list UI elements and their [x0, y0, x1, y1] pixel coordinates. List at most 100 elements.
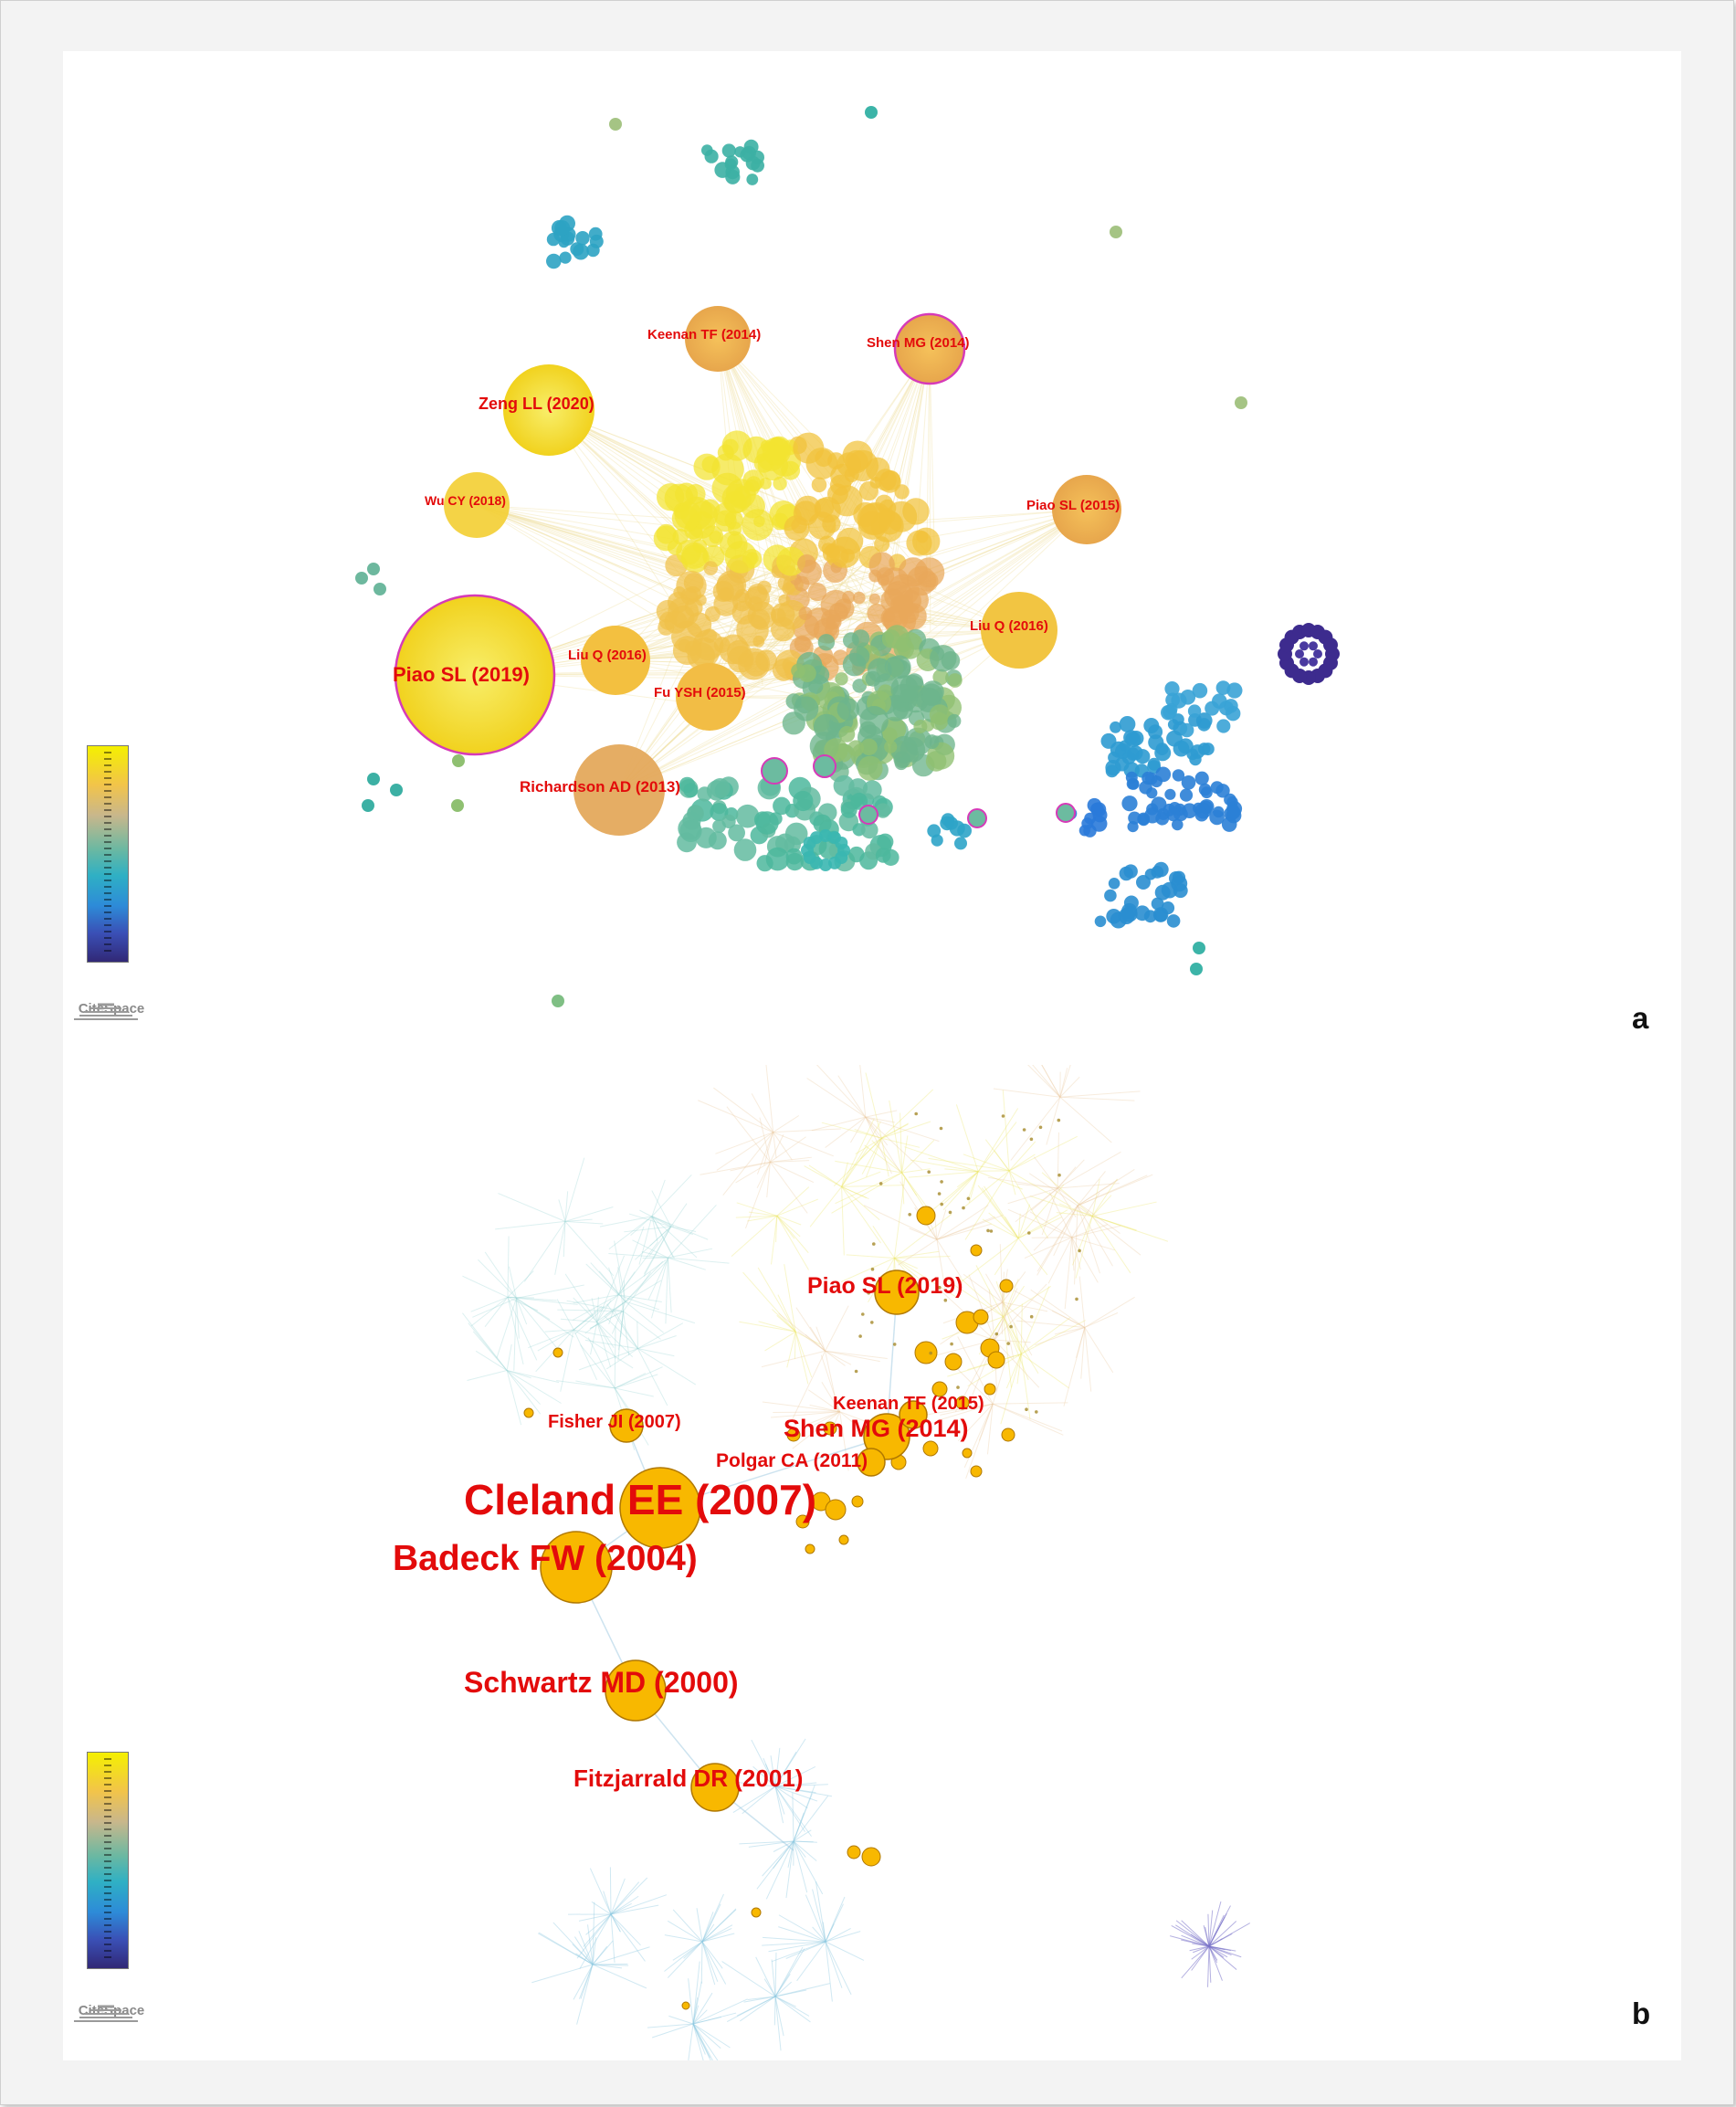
- node-polgar-ca-2011[interactable]: [857, 1448, 886, 1477]
- edge: [825, 1350, 888, 1359]
- edge: [608, 1216, 653, 1250]
- cluster-node: [927, 824, 942, 838]
- edge: [808, 1164, 842, 1187]
- edge: [992, 1361, 1006, 1405]
- node-liu-q-2016-right[interactable]: [981, 592, 1057, 669]
- cluster-node: [747, 596, 763, 612]
- node-fu-ysh-2015[interactable]: [676, 663, 743, 731]
- small-node: [805, 1543, 815, 1554]
- cluster-node: [722, 438, 739, 455]
- node-fisher-ji-2007[interactable]: [609, 1408, 644, 1443]
- edge: [993, 1088, 1060, 1098]
- edge: [1048, 1192, 1073, 1238]
- tiny-node: [863, 1278, 868, 1281]
- edge: [587, 1924, 594, 1965]
- node-piao-sl-2019-b[interactable]: [874, 1269, 920, 1315]
- edge: [1020, 1286, 1050, 1354]
- edge: [841, 1146, 869, 1187]
- edge: [838, 348, 931, 559]
- edge: [1003, 1316, 1039, 1374]
- node-shen-mg-2014[interactable]: [893, 312, 966, 385]
- edge: [736, 1202, 777, 1217]
- edge: [825, 1927, 851, 1943]
- edge: [774, 1974, 791, 1997]
- node-piao-sl-2019[interactable]: [394, 594, 556, 756]
- node-piao-sl-2015[interactable]: [1052, 475, 1121, 544]
- tiny-node: [872, 1242, 876, 1246]
- node-richardson-ad-2013[interactable]: [573, 744, 665, 836]
- edge: [784, 1264, 796, 1333]
- edge: [573, 1329, 611, 1338]
- edge: [825, 1903, 844, 1943]
- edge: [1059, 1090, 1141, 1098]
- edge: [472, 1297, 517, 1318]
- edge: [513, 1298, 517, 1371]
- edge: [537, 1933, 594, 1965]
- cluster-node: [879, 499, 897, 517]
- node-shen-mg-2014-b[interactable]: [863, 1413, 910, 1460]
- edge: [984, 1185, 1019, 1239]
- edge: [766, 1162, 771, 1198]
- edge: [651, 1216, 709, 1240]
- edge: [475, 1350, 508, 1371]
- edge: [1002, 1090, 1010, 1171]
- cluster-node: [868, 569, 882, 583]
- node-keenan-tf-2014[interactable]: [685, 306, 751, 372]
- edge: [692, 2023, 713, 2060]
- node-schwartz-md-2000[interactable]: [605, 1659, 667, 1722]
- edge: [672, 1909, 703, 1943]
- edge: [774, 1784, 828, 1787]
- cluster-node: [875, 803, 891, 818]
- edge: [774, 1996, 784, 2037]
- edge: [881, 1121, 931, 1139]
- cluster-node: [1108, 878, 1121, 890]
- cluster-node: [842, 590, 856, 604]
- node-wu-cy-2018[interactable]: [444, 472, 510, 538]
- edge: [672, 1941, 703, 1961]
- edge: [606, 1303, 638, 1349]
- edge: [637, 1348, 675, 1357]
- edge: [1003, 1289, 1005, 1317]
- edge: [796, 1941, 826, 1982]
- edge: [698, 1100, 773, 1133]
- edge: [516, 1284, 584, 1299]
- cluster-node: [1181, 775, 1196, 790]
- edge: [1057, 1166, 1077, 1189]
- label-piao-sl-2019: Piao SL (2019): [393, 663, 530, 686]
- edge: [507, 1370, 560, 1384]
- edge: [894, 1258, 918, 1269]
- edge: [592, 1945, 608, 1965]
- edge: [872, 1226, 895, 1259]
- edge: [692, 1981, 702, 2025]
- edge: [701, 1893, 724, 1943]
- cluster-node: [721, 814, 736, 829]
- edge: [692, 1961, 700, 2025]
- node-fitzjarrald-dr-2001[interactable]: [690, 1763, 740, 1812]
- edge: [1077, 1205, 1113, 1267]
- edge: [915, 1403, 994, 1417]
- edge: [1057, 1187, 1121, 1234]
- edge: [610, 1913, 621, 1933]
- edge: [623, 1271, 651, 1312]
- cluster-node: [714, 162, 731, 178]
- node-zeng-ll-2020[interactable]: [503, 364, 594, 456]
- node-cleland-ee-2007[interactable]: [619, 1467, 701, 1549]
- edge: [778, 1914, 826, 1943]
- edge: [639, 1209, 671, 1227]
- cluster-node: [738, 648, 771, 680]
- edge: [667, 1941, 703, 1978]
- node-badeck-fw-2004[interactable]: [540, 1531, 613, 1604]
- edge: [506, 1370, 541, 1405]
- edge: [793, 1840, 817, 1843]
- node-keenan-tf-2015-b[interactable]: [899, 1400, 928, 1429]
- node-liu-q-2016-left[interactable]: [581, 626, 650, 695]
- edge: [584, 1339, 638, 1350]
- edge: [770, 1160, 810, 1163]
- isolated-node: [1110, 226, 1122, 238]
- edge: [1024, 1237, 1073, 1259]
- cluster-node: [1118, 908, 1135, 924]
- edge: [982, 1218, 1019, 1239]
- edge: [552, 1922, 594, 1965]
- cluster-node: [887, 655, 911, 680]
- edge: [554, 1221, 566, 1275]
